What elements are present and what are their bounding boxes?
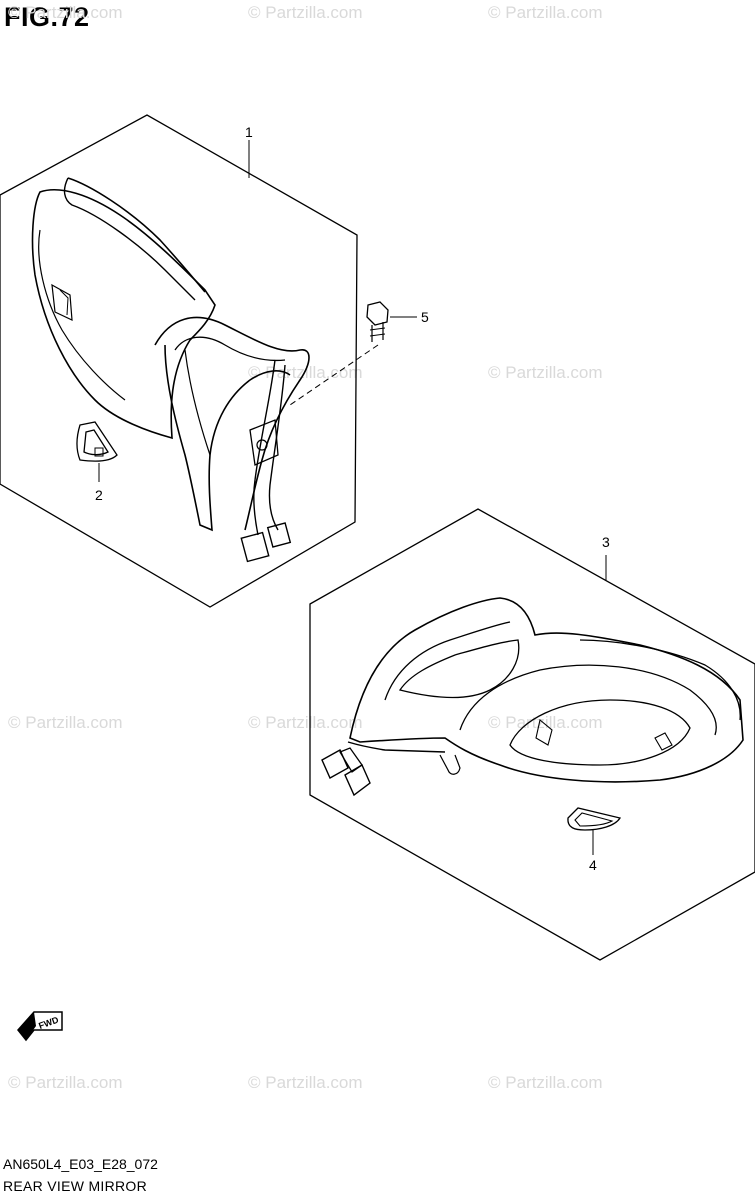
assembly-box-1 — [0, 114, 358, 608]
fig-title: FIG.72 — [4, 2, 90, 32]
watermark: © Partzilla.com — [488, 3, 603, 22]
connector-3 — [321, 749, 349, 779]
mirror-assembly-1 — [0, 114, 379, 608]
watermark: © Partzilla.com — [8, 713, 123, 732]
watermark: © Partzilla.com — [8, 3, 123, 22]
mirror-housing-right — [349, 597, 744, 783]
connector-1 — [240, 531, 270, 563]
watermark: © Partzilla.com — [488, 1073, 603, 1092]
callout-3: 3 — [602, 534, 610, 550]
watermarks: © Partzilla.com © Partzilla.com © Partzi… — [8, 3, 603, 1092]
diagram-code: AN650L4_E03_E28_072 — [3, 1156, 158, 1172]
part-4-cover — [567, 807, 622, 855]
watermark: © Partzilla.com — [488, 713, 603, 732]
mirror-assembly-3 — [309, 508, 755, 961]
watermark: © Partzilla.com — [248, 713, 363, 732]
watermark: © Partzilla.com — [248, 1073, 363, 1092]
callout-2: 2 — [95, 487, 103, 503]
watermark: © Partzilla.com — [8, 1073, 123, 1092]
assembly-box-3 — [309, 508, 755, 961]
bolt-5 — [366, 301, 417, 342]
mirror-stay — [154, 316, 310, 531]
watermark: © Partzilla.com — [248, 3, 363, 22]
watermark: © Partzilla.com — [488, 363, 603, 382]
fwd-arrow-icon: FWD — [17, 1011, 63, 1042]
mirror-wire — [253, 359, 276, 536]
callout-4: 4 — [589, 857, 597, 873]
callout-5: 5 — [421, 309, 429, 325]
callout-1: 1 — [245, 124, 253, 140]
diagram-name: REAR VIEW MIRROR — [3, 1178, 148, 1194]
part-2-cover — [76, 421, 118, 482]
